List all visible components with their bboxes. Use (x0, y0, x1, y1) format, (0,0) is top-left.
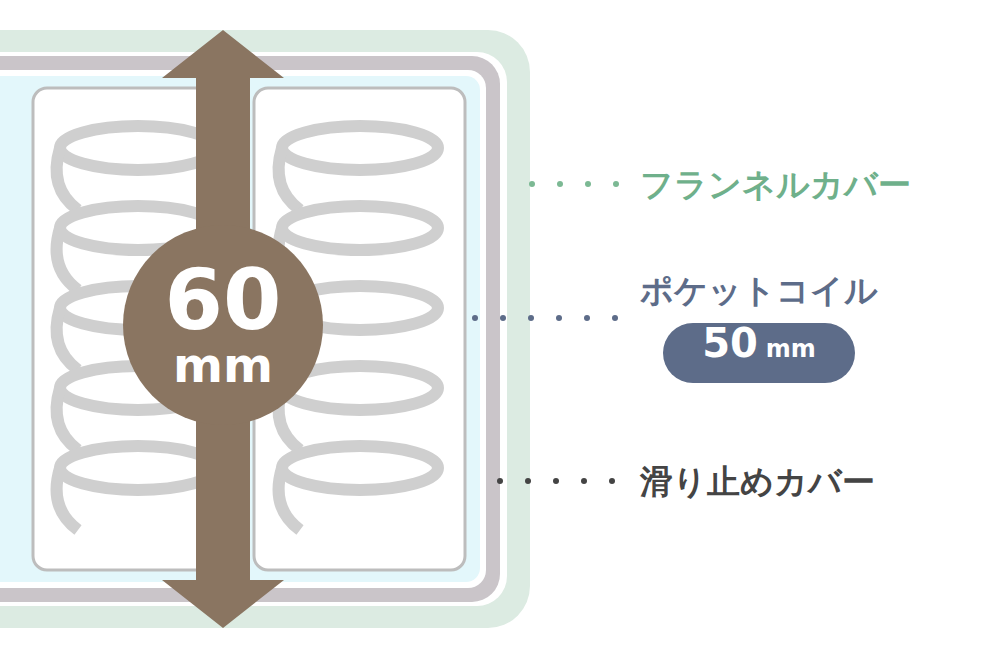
anti-slip-label: 滑り止めカバー (640, 465, 875, 498)
coil-link (279, 148, 300, 210)
cover-label: フランネルカバー (640, 168, 911, 201)
coil-link (279, 468, 300, 530)
coil-link (57, 148, 78, 210)
leader-dot (497, 478, 503, 484)
leader-dot (612, 315, 618, 321)
coil-turn (60, 446, 216, 490)
value-text: 60 (165, 261, 282, 341)
coil-link (57, 228, 78, 290)
unit-text: mm (766, 337, 816, 361)
leader-dot (557, 181, 563, 187)
coil-link (57, 388, 78, 450)
leader-dot (585, 181, 591, 187)
coil-turn (282, 126, 438, 170)
leader-dot (584, 315, 590, 321)
coil-turn (282, 206, 438, 250)
dimension-arrow (123, 30, 323, 628)
coil-link (57, 308, 78, 370)
leader-dot (525, 478, 531, 484)
leader-dot (528, 315, 534, 321)
leader-dot (613, 181, 619, 187)
leader-dot (529, 181, 535, 187)
value-text: 50 (702, 323, 758, 363)
dimension-circle: 60mm (123, 225, 323, 425)
leader-dots (472, 181, 619, 484)
leader-dot (553, 478, 559, 484)
flannel-cover-layer (0, 30, 530, 628)
leader-dot (472, 315, 478, 321)
leader-dot (500, 315, 506, 321)
coil-label: ポケットコイル (640, 274, 878, 307)
unit-text: mm (173, 341, 273, 389)
size-pill: 50 mm (663, 323, 855, 383)
leader-dot (581, 478, 587, 484)
coil-turn (282, 446, 438, 490)
cover-gap (0, 52, 507, 606)
leader-dot (556, 315, 562, 321)
coil-turn (60, 126, 216, 170)
leader-dot (609, 478, 615, 484)
coil-link (57, 468, 78, 530)
